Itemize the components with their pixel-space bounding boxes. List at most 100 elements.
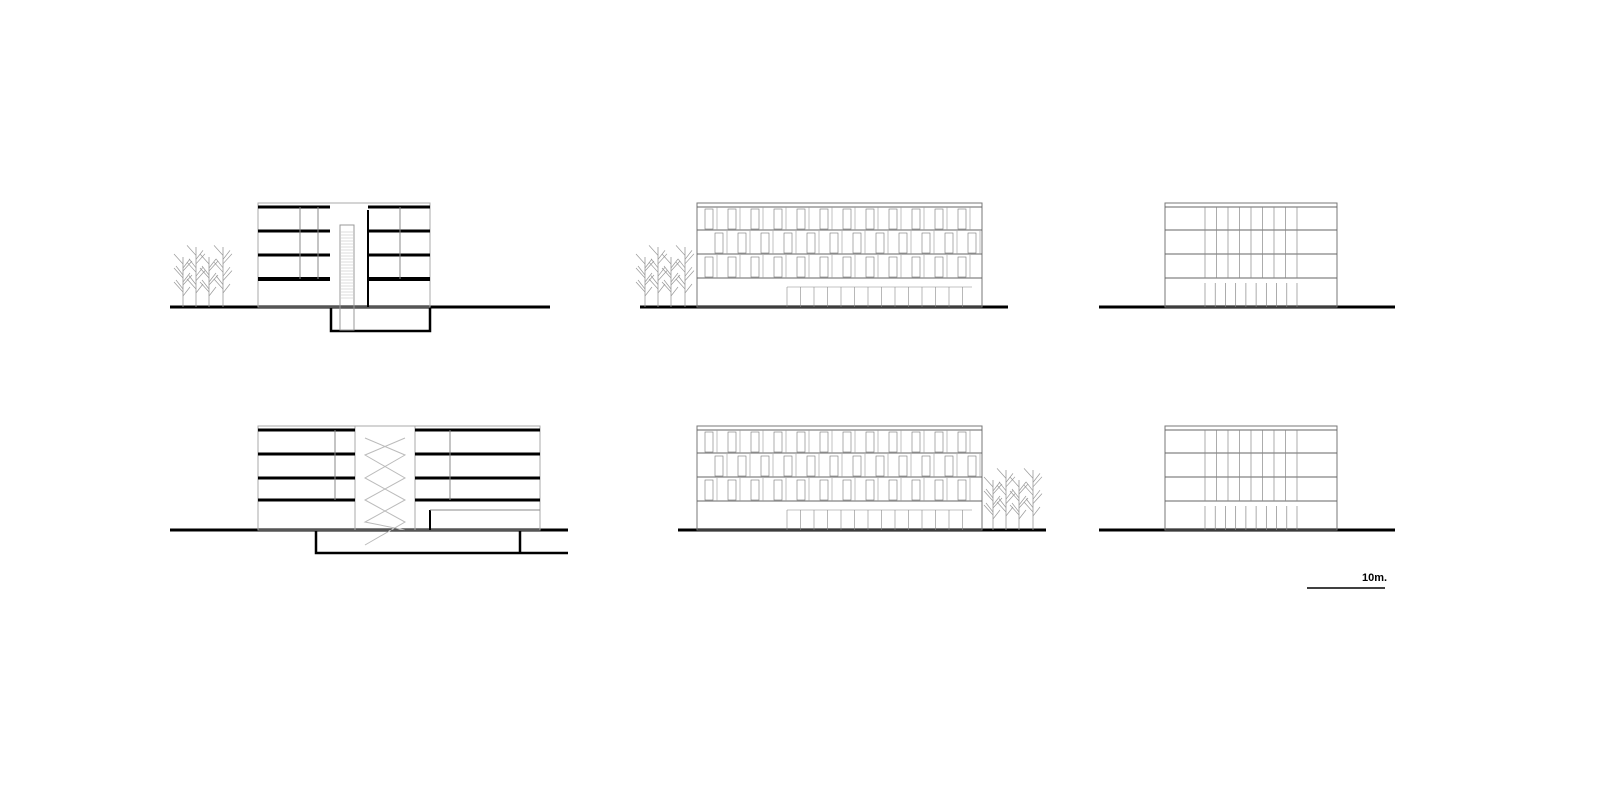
- tree-branch: [996, 484, 1007, 496]
- window: [819, 431, 829, 453]
- tree-branch: [182, 272, 191, 283]
- tree-branch: [998, 498, 1007, 508]
- tree-branch: [675, 245, 686, 256]
- window: [806, 232, 816, 254]
- tree-branch: [1025, 498, 1034, 508]
- tree-branch: [677, 258, 686, 269]
- tree-branch: [182, 286, 191, 297]
- stair-core: [339, 224, 355, 331]
- tree-branch: [195, 250, 204, 260]
- facade-outline: [1164, 202, 1338, 308]
- window: [967, 232, 977, 254]
- window: [750, 208, 760, 230]
- basement: [329, 305, 432, 333]
- tree-branch: [675, 261, 686, 273]
- window: [750, 256, 760, 278]
- tree-branch: [657, 253, 668, 265]
- tree-branch: [670, 260, 681, 272]
- tree-branch: [199, 281, 210, 293]
- tree-branch: [208, 258, 217, 269]
- window: [875, 455, 885, 477]
- window: [704, 479, 714, 501]
- window: [773, 479, 783, 501]
- basement: [314, 530, 568, 555]
- tree-branch: [657, 283, 666, 294]
- tree-branch: [182, 258, 191, 269]
- tree-branch: [684, 270, 695, 281]
- tree-branch: [215, 258, 224, 269]
- atrium-stairs: [363, 437, 407, 531]
- window: [957, 208, 967, 230]
- tree-branch: [644, 258, 653, 269]
- tree-branch: [1009, 504, 1020, 516]
- window: [865, 431, 875, 453]
- generated-elements: [173, 202, 1395, 532]
- section-b: [170, 425, 568, 555]
- window: [783, 232, 793, 254]
- window: [737, 232, 747, 254]
- tree-branch: [186, 261, 197, 273]
- tree-branch: [208, 260, 219, 272]
- window: [852, 455, 862, 477]
- facade-outline: [1164, 425, 1338, 531]
- tree-branch: [635, 281, 646, 293]
- tree-branch: [998, 481, 1007, 492]
- tree-branch: [661, 253, 672, 265]
- window: [957, 479, 967, 501]
- tree-branch: [222, 250, 231, 260]
- tree-branch: [1018, 483, 1029, 495]
- tree-branch: [983, 504, 994, 516]
- tree-branch: [661, 281, 672, 293]
- window: [773, 256, 783, 278]
- window: [796, 256, 806, 278]
- tree-branch: [173, 253, 184, 265]
- window: [934, 431, 944, 453]
- window: [842, 479, 852, 501]
- window: [967, 455, 977, 477]
- tree-branch: [1018, 481, 1027, 492]
- tree-branch: [1032, 476, 1043, 488]
- window: [934, 208, 944, 230]
- tree-branch: [648, 278, 659, 290]
- tree-branch: [650, 258, 659, 269]
- atrium-stairs: [363, 437, 407, 546]
- tree-branch: [1032, 506, 1041, 517]
- window: [829, 232, 839, 254]
- window: [704, 208, 714, 230]
- window: [842, 256, 852, 278]
- tree-branch: [222, 283, 231, 294]
- window: [760, 232, 770, 254]
- window: [714, 455, 724, 477]
- tree-branch: [195, 253, 206, 265]
- tree-branch: [201, 279, 210, 290]
- tree-branch: [175, 279, 184, 290]
- window: [898, 455, 908, 477]
- window: [806, 455, 816, 477]
- window: [714, 232, 724, 254]
- tree-branch: [684, 283, 693, 294]
- tree-branch: [173, 281, 184, 293]
- tree-branch: [199, 267, 210, 279]
- window: [760, 455, 770, 477]
- tree-branch: [992, 483, 1003, 495]
- window: [888, 256, 898, 278]
- window: [704, 256, 714, 278]
- tree-branch: [213, 245, 224, 256]
- tree-branch: [637, 265, 646, 276]
- tree-branch: [1018, 509, 1027, 520]
- window: [944, 232, 954, 254]
- window: [773, 208, 783, 230]
- window: [750, 479, 760, 501]
- tree-branch: [1011, 488, 1020, 499]
- tree-branch: [182, 260, 193, 272]
- tree-branch: [188, 275, 197, 285]
- tree-branch: [1032, 473, 1041, 483]
- tree-branch: [663, 265, 672, 276]
- scale-bar-label: 10m.: [1362, 572, 1388, 584]
- tree-branch: [675, 278, 686, 290]
- tree-branch: [644, 272, 653, 283]
- window: [875, 232, 885, 254]
- tree-branch: [985, 502, 994, 513]
- tree-branch: [648, 261, 659, 273]
